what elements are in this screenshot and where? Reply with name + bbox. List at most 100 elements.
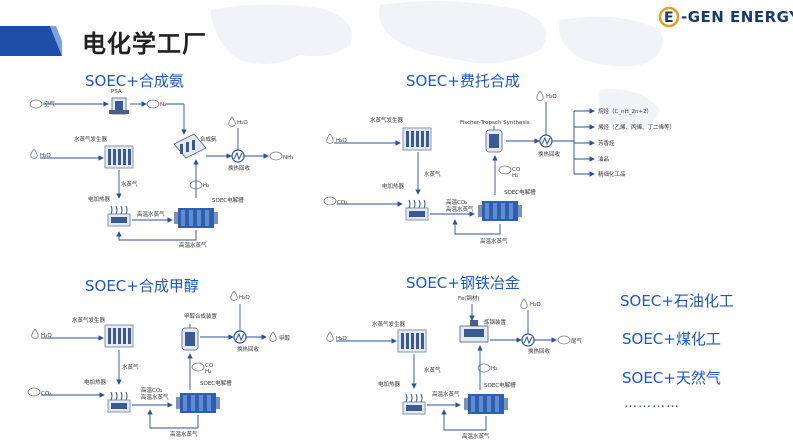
- svg-text:H₂O: H₂O: [336, 138, 347, 144]
- svg-text:尾气: 尾气: [571, 337, 583, 345]
- electric-heater-icon: [107, 391, 131, 413]
- panel-title-ammonia: SOEC+合成氨: [85, 72, 184, 90]
- h2o-output-drop-icon: [536, 90, 544, 101]
- ft-reactor-icon: [485, 125, 503, 153]
- svg-text:水蒸气发生器: 水蒸气发生器: [72, 316, 106, 324]
- svg-text:水蒸气发生器: 水蒸气发生器: [74, 135, 108, 143]
- heat-exchanger-icon: [231, 149, 245, 163]
- svg-text:高温CO₂: 高温CO₂: [141, 386, 162, 394]
- steam-generator-icon: [104, 324, 134, 348]
- side-item-petrochem: SOEC+石油化工: [620, 292, 734, 310]
- svg-text:高温水蒸气: 高温水蒸气: [480, 237, 508, 245]
- svg-text:水蒸气: 水蒸气: [121, 180, 138, 188]
- svg-text:水蒸气发生器: 水蒸气发生器: [370, 116, 404, 124]
- methanol-reactor-icon: [181, 323, 199, 351]
- svg-text:H₂: H₂: [205, 369, 211, 375]
- svg-text:SOEC电解槽: SOEC电解槽: [212, 196, 244, 204]
- soec-stack-icon: [464, 394, 508, 414]
- svg-text:高温水蒸气: 高温水蒸气: [137, 210, 165, 218]
- air-cloud-icon: [29, 99, 43, 109]
- h2o-output-drop-icon: [520, 298, 528, 309]
- svg-text:H₂O: H₂O: [546, 94, 557, 100]
- h2o-output-drop-icon: [230, 290, 238, 301]
- svg-text:高温水蒸气: 高温水蒸气: [179, 241, 207, 249]
- co-cloud-icon: [191, 362, 205, 372]
- steam-generator-icon: [104, 145, 134, 169]
- methanol-drop-icon: [269, 331, 277, 342]
- diagram-ammonia: PSA 空气 N₂ 水蒸气发生器 H₂O 合成氨 H₂O: [29, 89, 293, 249]
- heat-exchanger-icon: [521, 333, 535, 347]
- svg-text:Fischer-Tropsch Synthesis: Fischer-Tropsch Synthesis: [460, 120, 530, 126]
- soec-stack-icon: [174, 208, 218, 228]
- logo-text: -GEN ENERGY: [681, 8, 793, 26]
- ft-output-olefins: 烯烃（乙烯、丙烯、丁二烯等）: [598, 123, 675, 131]
- svg-text:电加热器: 电加热器: [382, 182, 405, 190]
- side-item-coal: SOEC+煤化工: [622, 330, 721, 348]
- svg-text:E: E: [664, 10, 674, 26]
- diagram-ft: 水蒸气发生器 H₂O Fischer-Tropsch Synthesis H₂O…: [323, 90, 675, 245]
- svg-text:高温CO₂: 高温CO₂: [446, 198, 467, 206]
- h2o-output-drop-icon: [228, 116, 236, 127]
- ft-output-alkanes: 烷烃（C_nH_2n+2）: [598, 107, 652, 115]
- heat-exchanger-icon: [539, 134, 553, 148]
- steam-generator-icon: [402, 127, 432, 151]
- svg-text:换热回收: 换热回收: [237, 345, 260, 353]
- electric-heater-icon: [107, 205, 131, 227]
- svg-text:SOEC电解槽: SOEC电解槽: [484, 381, 516, 389]
- svg-text:H₂O: H₂O: [41, 333, 52, 339]
- heat-exchanger-icon: [233, 330, 247, 344]
- svg-text:CO: CO: [205, 363, 214, 369]
- svg-text:水蒸气: 水蒸气: [424, 366, 441, 374]
- svg-text:甲醇: 甲醇: [279, 334, 291, 342]
- e-gen-logo-icon: E: [658, 6, 680, 28]
- ft-output-branches: [552, 108, 595, 177]
- svg-text:电加热器: 电加热器: [88, 195, 111, 203]
- panel-title-steel: SOEC+钢铁冶金: [406, 274, 520, 292]
- co2-cloud-icon: [27, 387, 41, 397]
- svg-text:水蒸气发生器: 水蒸气发生器: [372, 320, 406, 328]
- svg-text:SOEC电解槽: SOEC电解槽: [504, 188, 536, 196]
- svg-text:高温水蒸气: 高温水蒸气: [462, 432, 490, 440]
- side-ellipsis: …………: [624, 396, 680, 411]
- svg-text:电加热器: 电加热器: [378, 380, 401, 388]
- water-drop-icon: [326, 331, 334, 342]
- water-drop-icon: [30, 148, 38, 159]
- diagram-steel: 水蒸气发生器 H₂O Fe(钢材) 炼钢装置 H₂O 尾气 换热回收 水蒸气: [326, 294, 583, 440]
- svg-text:CO₂: CO₂: [41, 391, 51, 397]
- exhaust-cloud-icon: [557, 335, 571, 345]
- water-drop-icon: [31, 328, 39, 339]
- page-title: 电化学工厂: [82, 30, 207, 58]
- electric-heater-icon: [405, 199, 429, 221]
- soec-stack-icon: [478, 201, 522, 221]
- svg-text:H₂: H₂: [512, 173, 518, 179]
- svg-text:换热回收: 换热回收: [528, 347, 551, 355]
- panel-title-ft: SOEC+费托合成: [406, 72, 520, 90]
- svg-text:高温水蒸气: 高温水蒸气: [141, 393, 169, 401]
- svg-text:换热回收: 换热回收: [538, 150, 561, 158]
- svg-text:水蒸气: 水蒸气: [122, 363, 139, 371]
- svg-text:水蒸气: 水蒸气: [424, 170, 441, 178]
- nh3-cloud-icon: [269, 151, 283, 161]
- svg-text:电加热器: 电加热器: [84, 378, 107, 386]
- side-item-gas: SOEC+天然气: [622, 369, 721, 387]
- steam-generator-icon: [397, 329, 427, 353]
- psa-unit-icon: [109, 97, 129, 115]
- co-cloud-icon: [498, 165, 512, 175]
- ft-output-oils: 油品: [598, 155, 610, 163]
- water-drop-icon: [326, 133, 334, 144]
- ammonia-synthesis-reactor-icon: [173, 133, 207, 159]
- svg-text:CO: CO: [512, 167, 521, 173]
- header-accent-bar: [0, 26, 62, 56]
- svg-text:高温水蒸气: 高温水蒸气: [432, 390, 460, 398]
- svg-text:高温水蒸气: 高温水蒸气: [170, 430, 198, 438]
- svg-text:N₂: N₂: [160, 102, 166, 108]
- svg-text:合成氨: 合成氨: [200, 135, 217, 143]
- electric-heater-icon: [402, 393, 426, 415]
- n2-cloud-icon: [146, 99, 160, 109]
- svg-text:高温水蒸气: 高温水蒸气: [446, 205, 474, 213]
- svg-text:H₂O: H₂O: [239, 295, 250, 301]
- svg-text:NH₃: NH₃: [283, 155, 293, 161]
- diagram-methanol: 水蒸气发生器 H₂O 甲醇合成装置 H₂O 甲醇 换热回收 水蒸气 CO H₂ …: [27, 290, 291, 438]
- panel-title-methanol: SOEC+合成甲醇: [85, 277, 199, 295]
